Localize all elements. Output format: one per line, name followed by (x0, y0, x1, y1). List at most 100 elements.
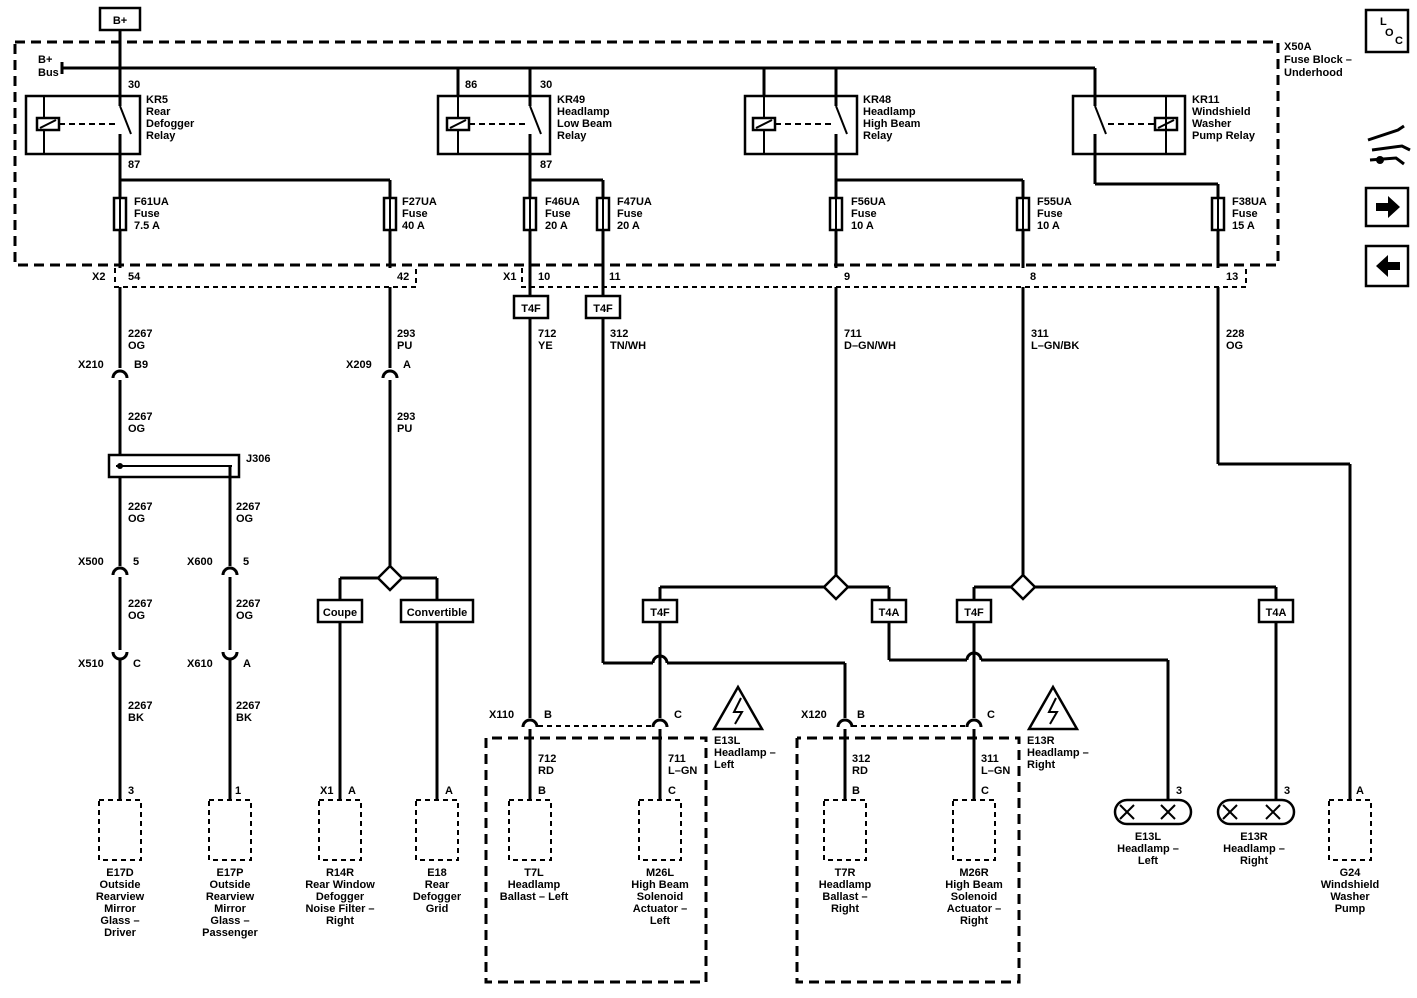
diagram-label: X610 (187, 658, 213, 670)
diagram-label: Actuator – (947, 903, 1001, 915)
component-m26r: M26R High Beam Solenoid Actuator – Right (945, 799, 1003, 927)
harness-connector-icon[interactable] (1367, 124, 1411, 166)
diagram-label: X120 (801, 709, 827, 721)
diagram-label: 20 A (617, 220, 640, 232)
circuit-712-312-low-beam: T4F T4F 712 YE 312 TN/WH (512, 294, 847, 718)
diagram-label: D–GN/WH (844, 340, 896, 352)
diagram-label: A (1356, 785, 1364, 797)
diagram-label: PU (397, 423, 412, 435)
diagram-label: Solenoid (637, 891, 683, 903)
diagram-label: Fuse (402, 208, 428, 220)
diagram-label: 7.5 A (134, 220, 160, 232)
diagram-label: Bus (38, 67, 59, 79)
diagram-label: 30 (128, 79, 140, 91)
diagram-label: 712 (538, 753, 556, 765)
diagram-label: Outside (210, 879, 251, 891)
diagram-label: 311 (1031, 328, 1049, 340)
diagram-label: High Beam (945, 879, 1003, 891)
diagram-label: E13L (1135, 831, 1162, 843)
diagram-label: Washer (1330, 891, 1370, 903)
diagram-label: PU (397, 340, 412, 352)
diagram-label: Relay (557, 130, 587, 142)
diagram-label: X50A (1284, 41, 1312, 53)
diagram-label: C (668, 785, 676, 797)
circuit-228-washer: 228 OG A (1216, 287, 1364, 800)
component-m26l: M26L High Beam Solenoid Actuator – Left (631, 799, 689, 927)
diagram-label: Headlamp (863, 106, 916, 118)
diagram-label: 20 A (545, 220, 568, 232)
diagram-label: High Beam (863, 118, 921, 130)
diagram-label: Fuse (1232, 208, 1258, 220)
diagram-label: 5 (133, 556, 139, 568)
diagram-label: 312 (610, 328, 628, 340)
headlamp-left-module: X110 B C 712 RD 711 L–GN B C E13L Headla… (484, 684, 776, 984)
diagram-label: RD (852, 765, 868, 777)
diagram-label: Headlamp (819, 879, 872, 891)
diagram-label: T4A (879, 607, 900, 619)
diagram-label: 42 (397, 271, 409, 283)
diagram-label: F27UA (402, 196, 437, 208)
component-e18: E18 Rear Defogger Grid (413, 799, 462, 915)
diagram-label: L–GN (981, 765, 1010, 777)
diagram-label: TN/WH (610, 340, 646, 352)
diagram-label: Headlamp – (1223, 843, 1285, 855)
diagram-label: OG (128, 423, 145, 435)
diagram-label: C (674, 709, 682, 721)
diagram-label: Mirror (104, 903, 137, 915)
diagram-label: T4F (650, 607, 670, 619)
diagram-label: 54 (128, 271, 141, 283)
diagram-label: OG (128, 513, 145, 525)
diagram-label: A (445, 785, 453, 797)
diagram-label: Defogger (413, 891, 462, 903)
diagram-label: 2267 (236, 598, 260, 610)
diagram-label: 2267 (128, 700, 152, 712)
diagram-label: X500 (78, 556, 104, 568)
diagram-label: OG (128, 610, 145, 622)
diagram-label: OG (128, 340, 145, 352)
diagram-label: Right (960, 915, 988, 927)
diagram-label: Passenger (202, 927, 258, 939)
diagram-label: 2267 (236, 700, 260, 712)
diagram-label: B+ (113, 15, 127, 27)
diagram-label: Actuator – (633, 903, 687, 915)
diagram-label: Ballast – Left (500, 891, 569, 903)
diagram-label: Pump (1335, 903, 1366, 915)
diagram-label: R14R (326, 867, 354, 879)
diagram-label: 228 (1226, 328, 1244, 340)
diagram-label: T7R (835, 867, 856, 879)
connector-strip-x2: X2 (92, 268, 417, 288)
diagram-label: OG (1226, 340, 1243, 352)
circuit-293-defogger: 293 PU X209 A 293 PU Coupe Convertible X… (316, 287, 475, 800)
diagram-label: Low Beam (557, 118, 612, 130)
location-icon[interactable]: L O C (1364, 8, 1410, 54)
diagram-label: C (133, 658, 141, 670)
diagram-label: KR11 (1192, 94, 1220, 106)
diagram-label: T4F (521, 303, 541, 315)
diagram-label: F55UA (1037, 196, 1072, 208)
diagram-label: Rear (425, 879, 450, 891)
diagram-label: F46UA (545, 196, 580, 208)
diagram-label: Fuse Block – (1284, 54, 1352, 66)
circuit-711-311-high-beam: 711 D–GN/WH T4F T4A 311 L–GN/BK T4F T4A … (641, 287, 1295, 800)
diagram-label: Headlamp – (1117, 843, 1179, 855)
component-e13l-lamp: E13L Headlamp – Left (1113, 798, 1193, 867)
diagram-label: BK (128, 712, 144, 724)
diagram-label: Glass – (210, 915, 249, 927)
diagram-label: KR48 (863, 94, 891, 106)
diagram-label: C (981, 785, 989, 797)
diagram-label: 10 A (1037, 220, 1060, 232)
arrow-right-icon[interactable] (1364, 186, 1410, 228)
diagram-label: L–GN (668, 765, 697, 777)
diagram-label: Right (1240, 855, 1268, 867)
component-e17d: E17D Outside Rearview Mirror Glass – Dri… (96, 799, 145, 939)
arrow-left-icon[interactable] (1364, 244, 1410, 288)
diagram-label: B (544, 709, 552, 721)
diagram-label: 2267 (128, 411, 152, 423)
diagram-label: L–GN/BK (1031, 340, 1079, 352)
relay-kr48: KR48 Headlamp High Beam Relay (743, 68, 921, 180)
diagram-label: YE (538, 340, 553, 352)
diagram-label: Pump Relay (1192, 130, 1256, 142)
diagram-label: X209 (346, 359, 372, 371)
diagram-label: 40 A (402, 220, 425, 232)
diagram-label: Driver (104, 927, 137, 939)
